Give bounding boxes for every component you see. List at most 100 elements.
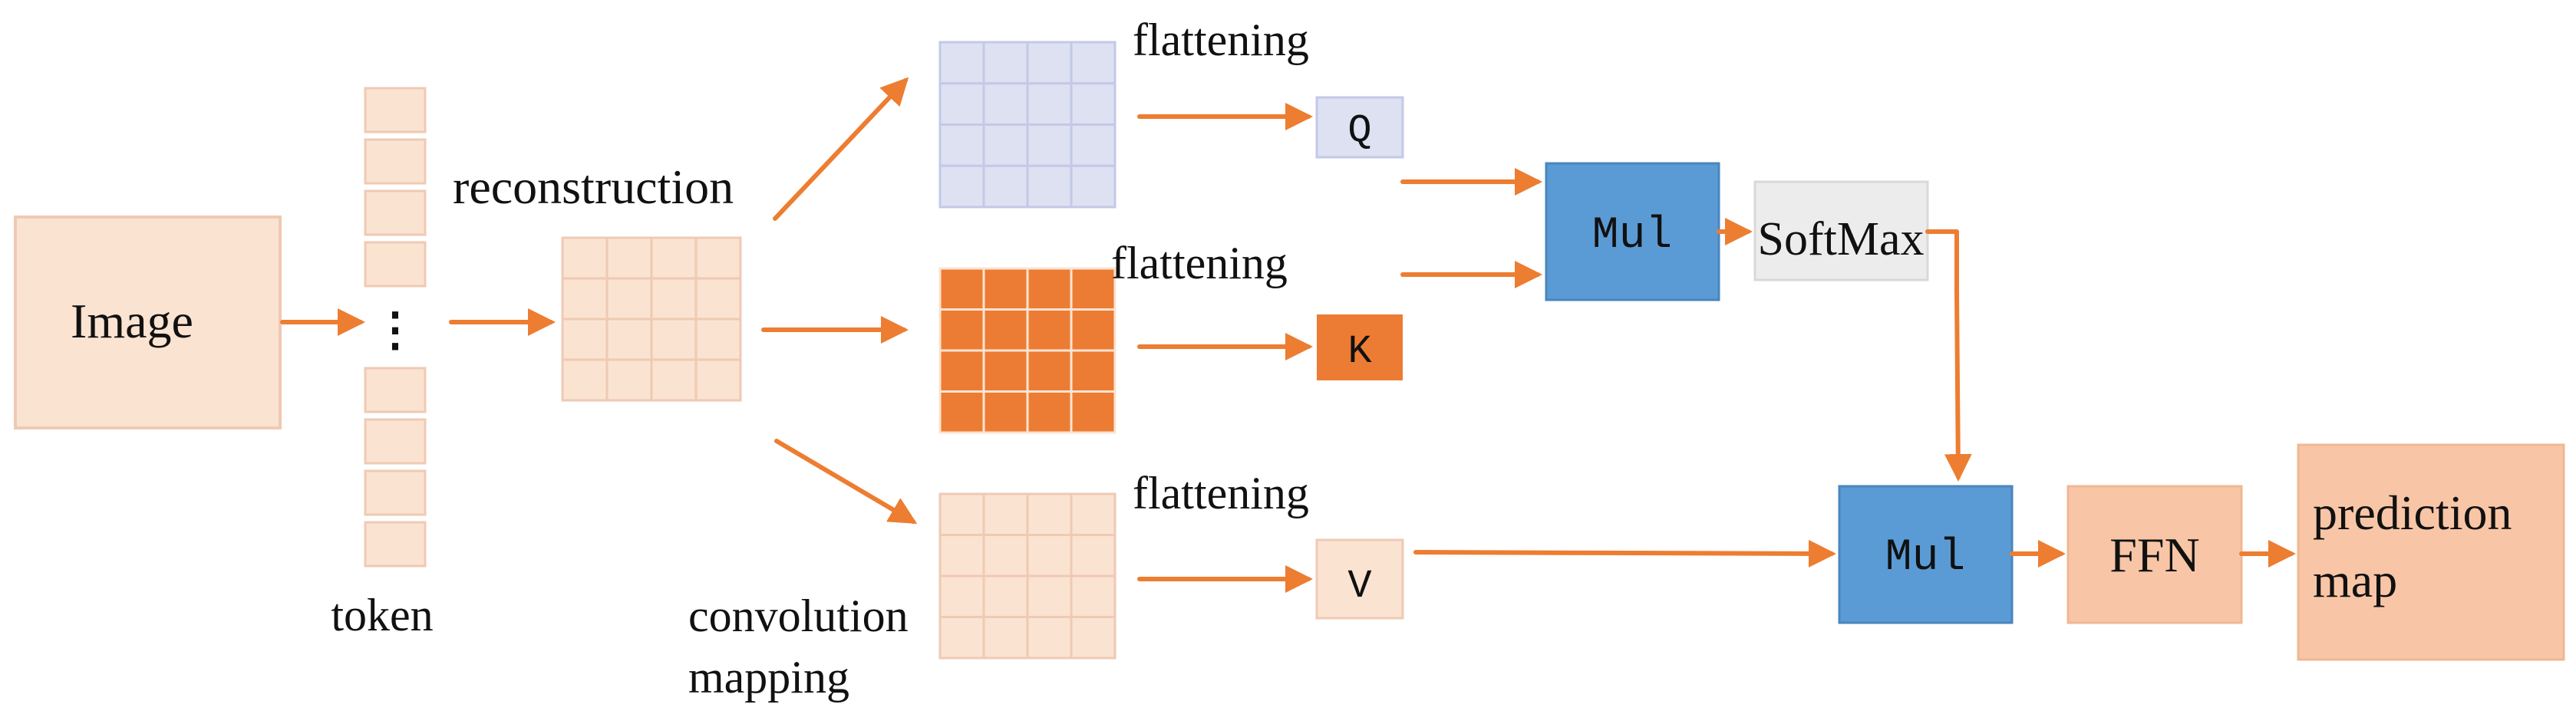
grid-cell: [694, 318, 742, 361]
grid-cell: [1070, 82, 1116, 126]
grid-cell: [938, 534, 985, 578]
grid-cell: [938, 82, 985, 126]
grid-cell: [605, 318, 653, 361]
grid-cell: [1070, 616, 1116, 660]
grid-cell: [561, 358, 609, 402]
grid-cell: [561, 318, 609, 361]
grid-cell: [938, 164, 985, 209]
mul-top-label: Mul: [1592, 211, 1672, 261]
grid-cell: [938, 390, 985, 434]
grid-cell: [982, 82, 1029, 126]
k-node: K: [1317, 314, 1403, 380]
grid-cell: [982, 349, 1029, 393]
grid-cell: [982, 123, 1029, 167]
token-cell: [364, 87, 427, 133]
grid-cell: [650, 318, 698, 361]
grid-cell: [938, 349, 985, 393]
q-label: Q: [1347, 108, 1371, 153]
grid-cell: [982, 41, 1029, 85]
arrow-to-query-grid: [773, 77, 909, 221]
q-node: Q: [1315, 96, 1404, 159]
grid-cell: [1070, 164, 1116, 209]
grid-cell: [1026, 41, 1073, 85]
grid-cell: [1026, 492, 1073, 536]
prediction-map-node: prediction map: [2297, 443, 2565, 661]
grid-cell: [1026, 574, 1073, 618]
mul-bottom-label: Mul: [1885, 533, 1965, 583]
ffn-node: FFN: [2066, 485, 2243, 624]
grid-cell: [982, 616, 1029, 660]
grid-cell: [1026, 616, 1073, 660]
token-column: ⋮: [364, 87, 427, 568]
grid-cell: [1026, 534, 1073, 578]
mul-bottom-node: Mul: [1838, 485, 2014, 624]
grid-cell: [1026, 164, 1073, 209]
grid-cell: [1026, 267, 1073, 311]
grid-cell: [938, 267, 985, 311]
grid-cell: [1026, 390, 1073, 434]
reconstruction-label: reconstruction: [453, 160, 734, 214]
key-feature-grid: [938, 267, 1116, 434]
grid-cell: [982, 492, 1029, 536]
grid-cell: [938, 492, 985, 536]
grid-cell: [1026, 308, 1073, 352]
grid-cell: [982, 534, 1029, 578]
grid-cell: [938, 41, 985, 85]
k-label: K: [1347, 329, 1372, 374]
grid-cell: [938, 616, 985, 660]
grid-cell: [1070, 123, 1116, 167]
grid-cell: [982, 574, 1029, 618]
arrow-v-to-mul: [1413, 539, 1836, 568]
prediction-label: prediction: [2313, 485, 2512, 540]
v-node: V: [1315, 538, 1404, 620]
map-label: map: [2313, 553, 2397, 607]
flattening-k-label: flattening: [1111, 238, 1288, 288]
token-cell: [364, 469, 427, 516]
grid-cell: [982, 267, 1029, 311]
v-label: V: [1347, 564, 1371, 609]
grid-cell: [1070, 267, 1116, 311]
grid-cell: [1070, 349, 1116, 393]
grid-cell: [605, 236, 653, 280]
flattening-v-label: flattening: [1133, 468, 1309, 518]
arrow-softmax-to-mul: [1925, 229, 1972, 482]
convolution-label: convolution: [688, 591, 909, 641]
query-feature-grid: [938, 41, 1116, 209]
grid-cell: [938, 308, 985, 352]
token-cell: [364, 241, 427, 288]
softmax-node: SoftMax: [1753, 180, 1929, 281]
grid-cell: [605, 358, 653, 402]
grid-cell: [1070, 308, 1116, 352]
token-label: token: [331, 590, 433, 640]
grid-cell: [605, 277, 653, 321]
grid-cell: [561, 277, 609, 321]
grid-cell: [938, 123, 985, 167]
grid-cell: [694, 236, 742, 280]
arrow-to-value-grid: [774, 439, 918, 525]
mul-top-node: Mul: [1545, 162, 1720, 301]
token-ellipsis: ⋮: [372, 304, 418, 355]
token-cell: [364, 418, 427, 465]
image-node: Image: [14, 216, 282, 429]
token-cell: [364, 521, 427, 568]
token-cell: [364, 189, 427, 236]
grid-cell: [650, 277, 698, 321]
grid-cell: [1026, 349, 1073, 393]
grid-cell: [1070, 390, 1116, 434]
grid-cell: [1026, 123, 1073, 167]
image-label: Image: [71, 294, 193, 348]
grid-cell: [1070, 574, 1116, 618]
flattening-q-label: flattening: [1133, 15, 1309, 65]
grid-cell: [938, 574, 985, 618]
grid-cell: [982, 390, 1029, 434]
reconstruction-grid: [561, 236, 742, 402]
grid-cell: [1070, 534, 1116, 578]
grid-cell: [650, 358, 698, 402]
value-feature-grid: [938, 492, 1116, 660]
grid-cell: [1070, 41, 1116, 85]
grid-cell: [694, 277, 742, 321]
token-cell: [364, 138, 427, 185]
grid-cell: [694, 358, 742, 402]
grid-cell: [982, 308, 1029, 352]
